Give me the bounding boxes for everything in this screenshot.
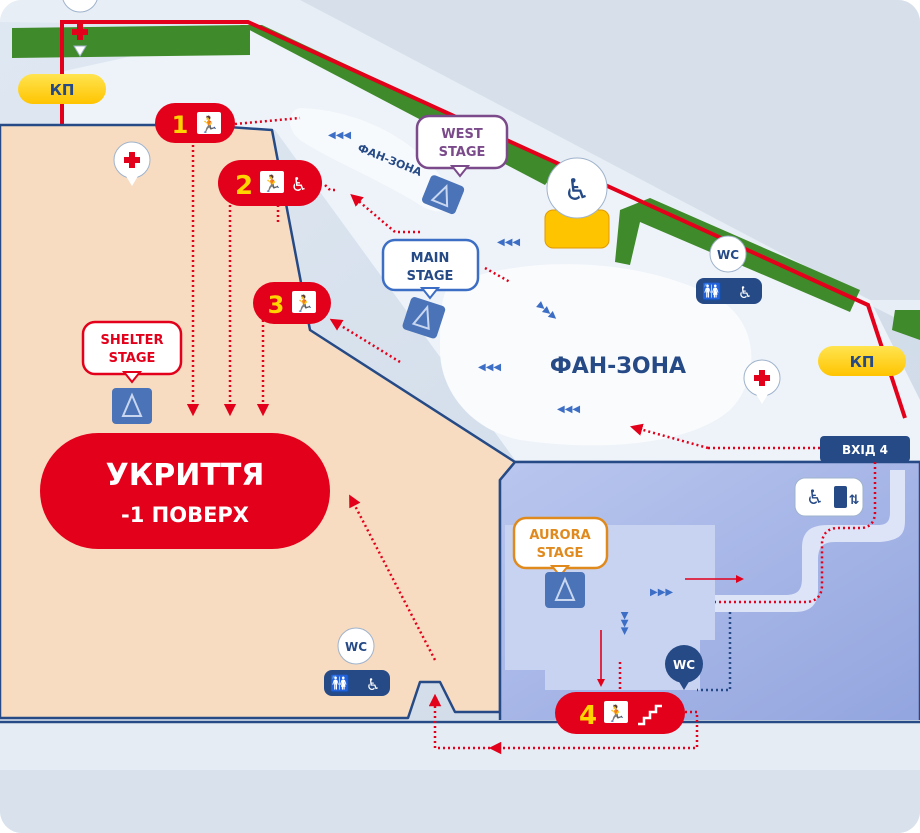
wc-aurora: WC	[665, 645, 703, 690]
elevator-icon: ♿ ⇅	[794, 477, 864, 517]
fan-zone-main-label: ФАН-ЗОНА	[550, 354, 686, 379]
emergency-exit-icon: 🏃	[292, 291, 316, 313]
emergency-exit-icon: 🏃	[197, 112, 221, 134]
svg-text:КП: КП	[50, 81, 75, 99]
svg-text:AURORA: AURORA	[529, 528, 590, 543]
stage-icon	[402, 297, 446, 339]
first-aid-icon	[61, 0, 99, 57]
exit-2: 2 🏃 ♿	[218, 160, 322, 206]
checkpoint-left: КП	[18, 74, 106, 104]
svg-text:WC: WC	[717, 248, 739, 262]
svg-text:◀◀◀: ◀◀◀	[557, 404, 580, 415]
first-aid-icon	[743, 359, 781, 404]
accessibility-point-icon: ♿	[544, 157, 610, 249]
shelter-subtitle: -1 ПОВЕРХ	[121, 503, 249, 527]
svg-text:◀◀◀: ◀◀◀	[478, 362, 501, 373]
svg-text:◀◀◀: ◀◀◀	[328, 130, 351, 141]
stage-icon	[545, 572, 585, 608]
aurora-solid-arrows	[597, 575, 744, 687]
checkpoint-right: КП	[818, 346, 906, 376]
svg-text:🚻: 🚻	[330, 674, 350, 693]
svg-text:WC: WC	[673, 658, 695, 672]
exit-1: 1 🏃	[155, 103, 235, 143]
exit-4: 4 🏃	[555, 692, 685, 734]
svg-text:♿: ♿	[366, 675, 380, 694]
aurora-corridor	[715, 470, 905, 612]
svg-text:STAGE: STAGE	[109, 351, 156, 366]
exit-3: 3 🏃	[253, 282, 331, 324]
evacuation-routes	[186, 116, 877, 755]
svg-text:КП: КП	[850, 353, 875, 371]
hedge-corner	[892, 310, 920, 340]
svg-text:ВХІД 4: ВХІД 4	[842, 443, 888, 457]
main-stage: MAIN STAGE	[381, 238, 480, 339]
hedge-top	[12, 25, 250, 58]
outer-area-shade	[300, 0, 920, 300]
wc-bottom-left: WC 🚻 ♿	[324, 627, 390, 696]
stage-icon	[421, 175, 465, 215]
aurora-stage: AURORA STAGE	[512, 516, 609, 608]
svg-text:WC: WC	[345, 640, 367, 654]
svg-text:STAGE: STAGE	[407, 269, 454, 284]
svg-text:MAIN: MAIN	[411, 251, 450, 266]
wc-top-right: WC 🚻 ♿	[696, 235, 762, 304]
svg-text:🏃: 🏃	[262, 174, 282, 193]
wc-route	[697, 612, 732, 692]
perimeter-fence	[60, 20, 907, 419]
stairs-icon	[638, 704, 662, 726]
svg-text:♿: ♿	[738, 283, 752, 302]
svg-text:♿: ♿	[564, 173, 591, 208]
entrance-4-label: ВХІД 4	[820, 436, 910, 462]
svg-text:3: 3	[268, 291, 285, 319]
svg-text:▶▶▶: ▶▶▶	[650, 587, 673, 598]
svg-text:2: 2	[235, 171, 253, 201]
bottom-walkway	[0, 720, 920, 770]
svg-text:WEST: WEST	[441, 127, 483, 142]
svg-text:STAGE: STAGE	[439, 145, 486, 160]
svg-text:🚻: 🚻	[702, 282, 722, 301]
emergency-exit-icon: 🏃	[604, 701, 628, 723]
svg-text:▶▶▶: ▶▶▶	[619, 612, 630, 635]
svg-text:1: 1	[172, 111, 189, 139]
svg-text:🏃: 🏃	[294, 294, 314, 313]
first-aid-icon	[113, 141, 151, 186]
svg-text:STAGE: STAGE	[537, 546, 584, 561]
svg-text:🏃: 🏃	[606, 704, 626, 723]
svg-text:◀◀◀: ◀◀◀	[497, 237, 520, 248]
shelter-badge: УКРИТТЯ -1 ПОВЕРХ	[40, 433, 330, 549]
fan-zone-upper-area	[289, 108, 453, 212]
wheelchair-icon: ♿	[290, 174, 307, 196]
shelter-title: УКРИТТЯ	[106, 458, 265, 493]
shelter-stage: SHELTER STAGE	[81, 320, 183, 424]
west-stage: WEST STAGE	[415, 114, 509, 215]
svg-text:🏃: 🏃	[199, 115, 219, 134]
svg-text:⇅: ⇅	[849, 493, 860, 508]
stage-icon	[112, 388, 152, 424]
fan-zone-main-area	[440, 264, 752, 446]
svg-text:4: 4	[579, 701, 597, 731]
svg-text:♿: ♿	[806, 485, 824, 509]
emergency-exit-icon: 🏃	[260, 171, 284, 193]
svg-text:SHELTER: SHELTER	[100, 333, 163, 348]
bottom-ground	[0, 770, 920, 833]
